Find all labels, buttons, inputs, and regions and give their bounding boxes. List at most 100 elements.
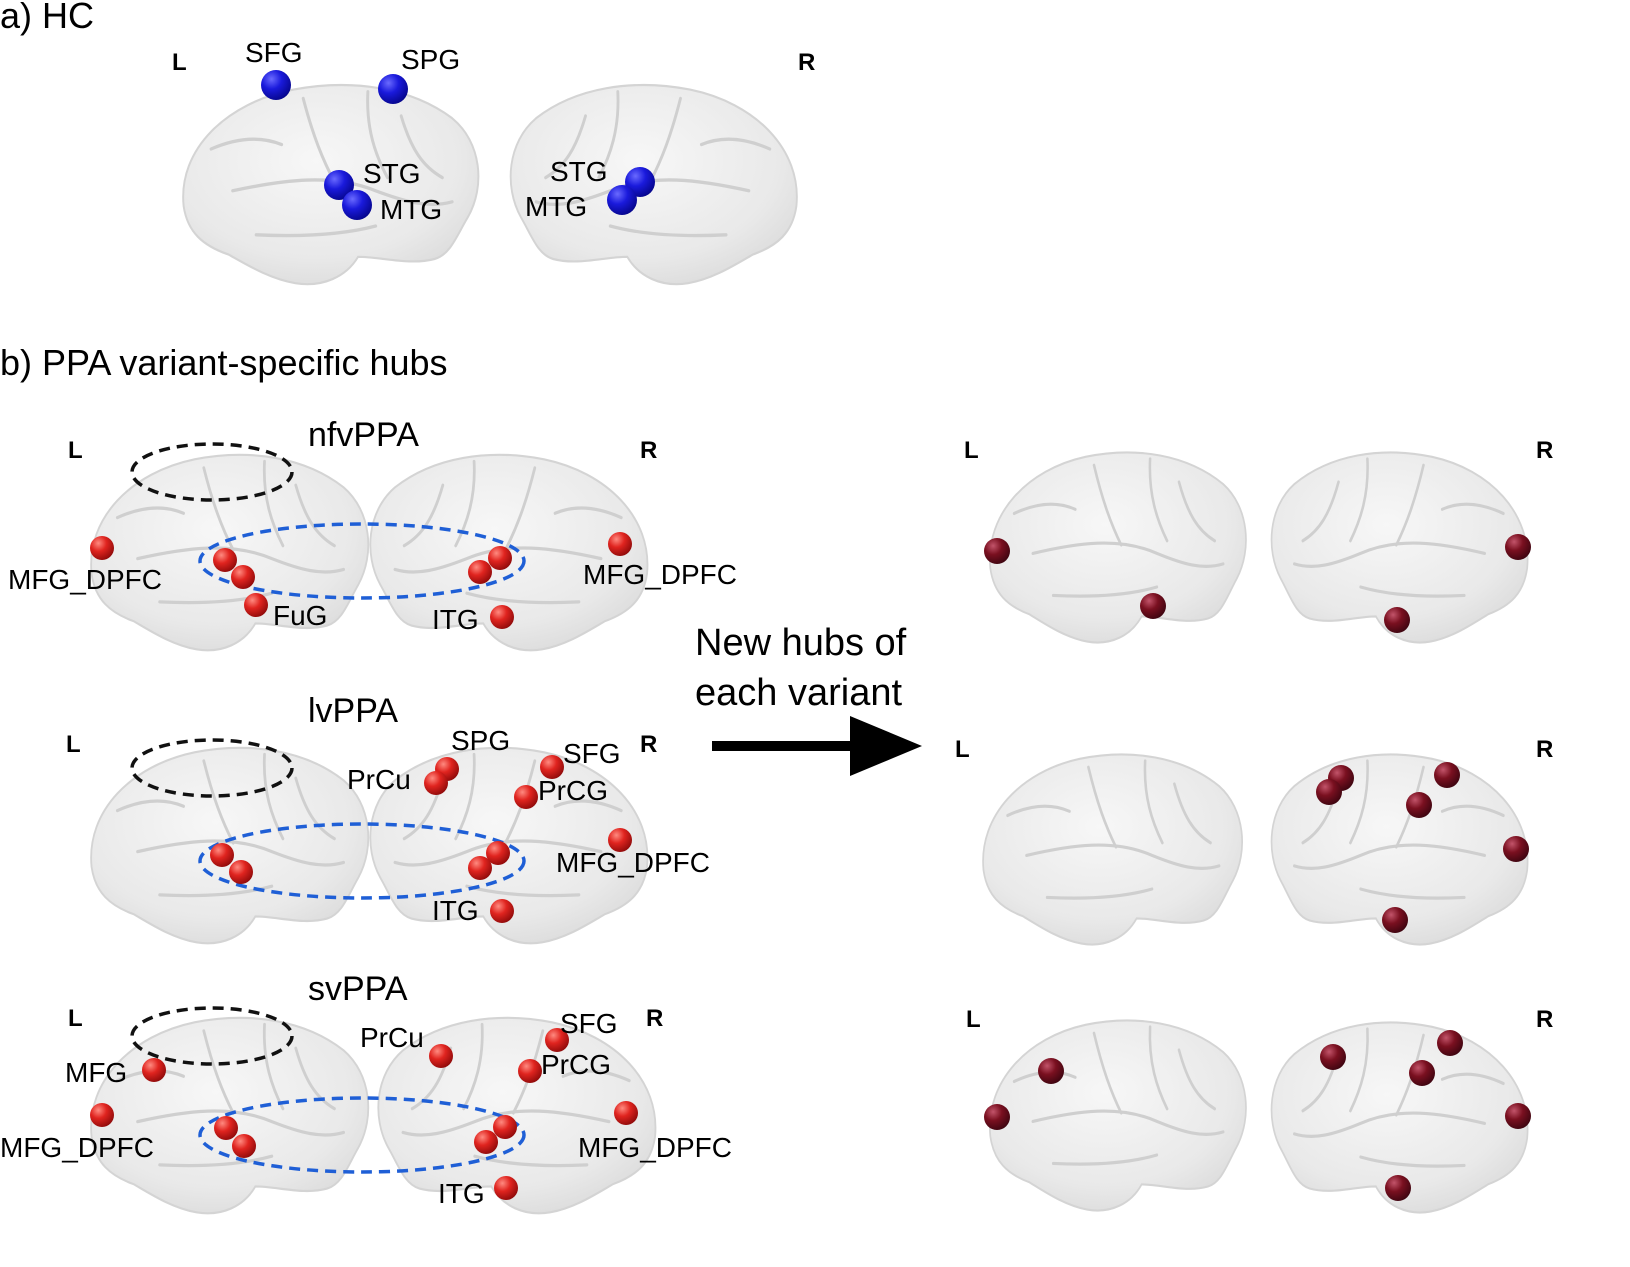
nfvppa-new-right-marker: R	[1536, 437, 1553, 464]
lvppa-node-prcg	[514, 785, 538, 809]
lvppa-new-left-marker: L	[955, 736, 970, 763]
nfvppa-new-left-hemisphere	[988, 450, 1248, 645]
arrow-caption-line-1: New hubs of	[695, 622, 907, 664]
svppa-node-right-temporal-1	[493, 1115, 517, 1139]
lvppa-node-prcu	[424, 771, 448, 795]
nfvppa-right-marker: R	[640, 437, 657, 464]
lvppa-new-node-4	[1406, 792, 1432, 818]
svppa-node-itg	[494, 1176, 518, 1200]
svppa-node-left-mfg-dpfc	[90, 1103, 114, 1127]
lvppa-node-itg	[490, 899, 514, 923]
svppa-new-node-1	[1038, 1058, 1064, 1084]
nfvppa-label-left-mfg-dpfc: MFG_DPFC	[8, 564, 162, 595]
nfvppa-node-right-temporal-1	[488, 546, 512, 570]
lvppa-node-left-temporal-1	[210, 843, 234, 867]
nfvppa-new-left-marker: L	[964, 437, 979, 464]
lvppa-right-marker: R	[640, 731, 657, 758]
svppa-node-mfg	[142, 1058, 166, 1082]
hc-label-left-stg: STG	[363, 158, 421, 189]
svppa-right-marker: R	[646, 1005, 663, 1032]
panel-a-left-marker: L	[172, 49, 187, 76]
svppa-new-left-hemisphere	[988, 1018, 1248, 1213]
svppa-label-mfg: MFG	[65, 1057, 127, 1088]
svppa-node-right-temporal-2	[474, 1130, 498, 1154]
svppa-node-sfg	[545, 1028, 569, 1052]
svppa-label-sfg: SFG	[560, 1008, 618, 1039]
hub-node-left-mtg	[342, 190, 372, 220]
svppa-node-left-temporal-2	[232, 1134, 256, 1158]
svppa-new-right-marker: R	[1536, 1006, 1553, 1033]
nfvppa-label-fug: FuG	[273, 600, 327, 631]
svppa-temporal-region-ring	[198, 1096, 526, 1174]
svppa-new-node-7	[1385, 1175, 1411, 1201]
svppa-label-left-mfg-dpfc: MFG_DPFC	[0, 1132, 154, 1163]
svppa-left-marker: L	[68, 1005, 83, 1032]
nfvppa-new-node-3	[1505, 534, 1531, 560]
nfvppa-node-itg	[490, 605, 514, 629]
nfvppa-node-left-temporal-1	[213, 548, 237, 572]
hc-label-left-mtg: MTG	[380, 194, 442, 225]
lvppa-spared-region-ring	[130, 738, 294, 798]
svppa-node-prcg	[518, 1059, 542, 1083]
lvppa-label-mfg-dpfc: MFG_DPFC	[556, 847, 710, 878]
nfvppa-node-left-mfg-dpfc	[90, 536, 114, 560]
hub-node-sfg	[261, 70, 291, 100]
nfvppa-node-right-temporal-2	[468, 560, 492, 584]
panel-a-title: a) HC	[0, 0, 94, 36]
arrow-caption-line-2: each variant	[695, 672, 902, 714]
hc-label-right-mtg: MTG	[525, 191, 587, 222]
lvppa-label-prcu: PrCu	[347, 764, 411, 795]
lvppa-node-right-temporal-2	[468, 856, 492, 880]
svppa-node-right-mfg-dpfc	[614, 1101, 638, 1125]
lvppa-node-sfg	[540, 755, 564, 779]
arrow-right-icon	[712, 716, 922, 776]
lvppa-new-node-5	[1503, 836, 1529, 862]
lvppa-node-mfg-dpfc	[608, 828, 632, 852]
svppa-label-itg: ITG	[438, 1178, 485, 1209]
hub-node-spg	[378, 74, 408, 104]
lvppa-label-sfg: SFG	[563, 738, 621, 769]
lvppa-new-node-6	[1382, 907, 1408, 933]
hub-node-right-mtg	[607, 185, 637, 215]
lvppa-node-left-temporal-2	[229, 860, 253, 884]
svppa-title: svPPA	[308, 970, 408, 1008]
nfvppa-node-left-temporal-2	[231, 565, 255, 589]
svppa-left-hemisphere	[89, 1016, 370, 1215]
lvppa-node-right-temporal-1	[486, 841, 510, 865]
svppa-node-left-temporal-1	[214, 1116, 238, 1140]
svppa-new-node-6	[1505, 1103, 1531, 1129]
nfvppa-new-node-4	[1384, 607, 1410, 633]
svppa-new-node-5	[1409, 1060, 1435, 1086]
lvppa-new-left-hemisphere	[981, 752, 1244, 947]
hc-label-sfg: SFG	[245, 37, 303, 68]
svppa-new-node-4	[1437, 1030, 1463, 1056]
nfvppa-label-right-mfg-dpfc: MFG_DPFC	[583, 559, 737, 590]
lvppa-label-prcg: PrCG	[538, 775, 608, 806]
lvppa-new-right-marker: R	[1536, 736, 1553, 763]
hub-node-left-stg	[324, 170, 354, 200]
svppa-new-node-2	[984, 1104, 1010, 1130]
nfvppa-new-node-1	[984, 538, 1010, 564]
nfvppa-label-itg: ITG	[432, 604, 479, 635]
panel-b-title: b) PPA variant-specific hubs	[0, 342, 448, 383]
lvppa-left-marker: L	[66, 731, 81, 758]
lvppa-label-spg: SPG	[451, 725, 510, 756]
nfvppa-title: nfvPPA	[308, 416, 419, 454]
lvppa-label-itg: ITG	[432, 895, 479, 926]
lvppa-left-hemisphere	[89, 746, 370, 945]
lvppa-new-node-2	[1316, 779, 1342, 805]
nfvppa-spared-region-ring	[130, 442, 294, 502]
nfvppa-temporal-region-ring	[198, 522, 526, 600]
svppa-spared-region-ring	[130, 1006, 294, 1066]
svppa-node-prcu	[429, 1044, 453, 1068]
lvppa-title: lvPPA	[308, 692, 398, 730]
lvppa-temporal-region-ring	[198, 822, 526, 900]
nfvppa-node-right-mfg-dpfc	[608, 532, 632, 556]
svppa-label-prcu: PrCu	[360, 1022, 424, 1053]
nfvppa-left-marker: L	[68, 437, 83, 464]
svppa-new-left-marker: L	[966, 1006, 981, 1033]
hc-label-right-stg: STG	[550, 156, 608, 187]
svppa-label-prcg: PrCG	[541, 1049, 611, 1080]
nfvppa-node-fug	[244, 593, 268, 617]
